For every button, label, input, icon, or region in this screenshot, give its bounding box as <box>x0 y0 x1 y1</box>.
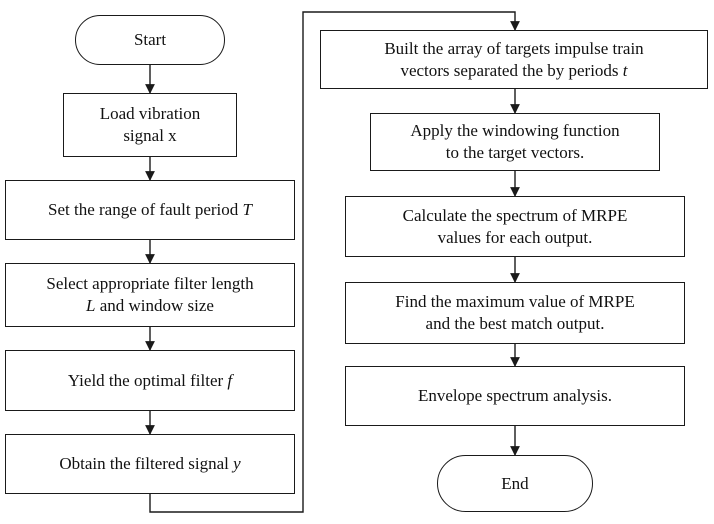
apply-windowing-line1: Apply the windowing function <box>410 121 620 140</box>
load-signal-line1: Load vibration <box>99 104 201 123</box>
find-maximum-line2: and the best match output. <box>425 314 605 333</box>
set-range-text: Set the range of fault period <box>48 200 243 219</box>
end-terminal: End <box>437 455 593 512</box>
build-array-line2: vectors separated the by periods <box>400 60 623 80</box>
envelope-analysis-box: Envelope spectrum analysis. <box>345 366 685 426</box>
calculate-spectrum-box: Calculate the spectrum of MRPE values fo… <box>345 196 685 257</box>
find-maximum-line1: Find the maximum value of MRPE <box>395 292 635 311</box>
yield-filter-text: Yield the optimal filter <box>67 370 228 390</box>
calculate-spectrum-line2: values for each output. <box>437 227 593 247</box>
select-filter-line2: and window size <box>95 296 214 315</box>
obtain-signal-var: y <box>233 454 241 473</box>
build-array-var: t <box>622 60 628 80</box>
select-filter-box: Select appropriate filter length L and w… <box>5 263 295 327</box>
find-maximum-box: Find the maximum value of MRPE and the b… <box>345 282 685 344</box>
set-range-box: Set the range of fault period T <box>5 180 295 240</box>
obtain-signal-text: Obtain the filtered signal <box>59 454 234 473</box>
build-array-line1: Built the array of targets impulse train <box>384 38 644 58</box>
load-signal-box: Load vibration signal x <box>63 93 237 157</box>
yield-filter-box: Yield the optimal filter f <box>5 350 295 411</box>
start-label: Start <box>133 30 167 49</box>
envelope-analysis-text: Envelope spectrum analysis. <box>417 386 613 405</box>
set-range-var: T <box>242 200 252 219</box>
apply-windowing-box: Apply the windowing function to the targ… <box>370 113 660 171</box>
load-signal-line2: signal x <box>123 126 177 145</box>
yield-filter-var: f <box>227 370 233 390</box>
start-terminal: Start <box>75 15 225 65</box>
build-array-box: Built the array of targets impulse train… <box>320 30 708 89</box>
obtain-signal-box: Obtain the filtered signal y <box>5 434 295 494</box>
select-filter-var: L <box>86 296 96 315</box>
connector-left-to-right <box>149 11 520 513</box>
end-label: End <box>501 473 529 493</box>
apply-windowing-line2: to the target vectors. <box>445 143 585 162</box>
calculate-spectrum-line1: Calculate the spectrum of MRPE <box>402 205 628 225</box>
select-filter-line1: Select appropriate filter length <box>46 274 254 293</box>
